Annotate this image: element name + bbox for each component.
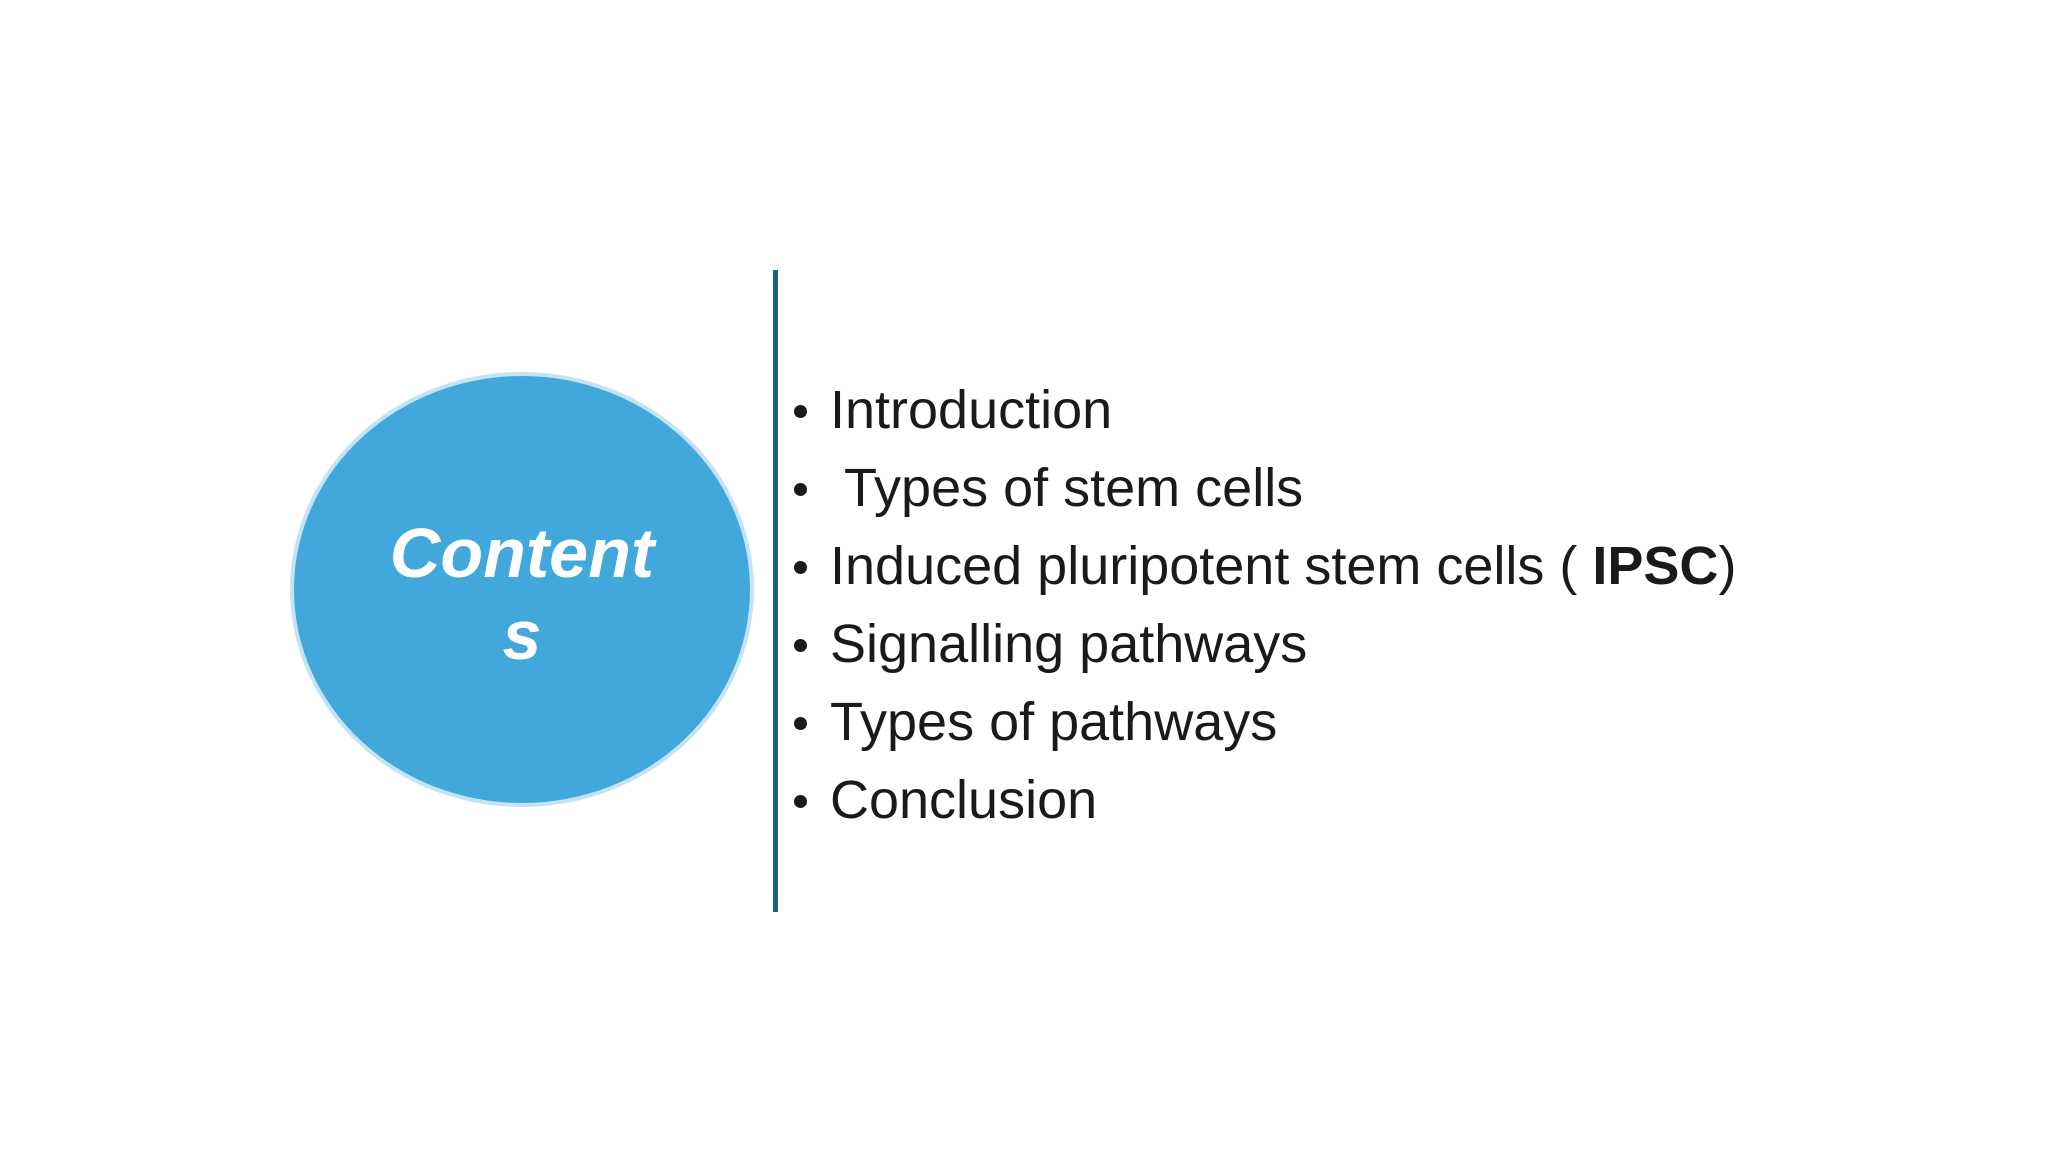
bullet-text: Introduction [830, 380, 1113, 440]
bullet-dot-icon [794, 717, 807, 730]
bullet-item: Types of stem cells [794, 449, 1736, 527]
bullet-dot-icon [794, 639, 807, 652]
bullet-text: Types of stem cells [830, 458, 1304, 518]
bullet-item: Introduction [794, 371, 1736, 449]
bullet-dot-icon [794, 795, 807, 808]
bullet-text: Conclusion [830, 770, 1098, 830]
contents-label: Content s [390, 512, 654, 676]
bullet-text: Induced pluripotent stem cells ( IPSC) [830, 536, 1737, 596]
bullet-dot-icon [794, 405, 807, 418]
bullet-dot-icon [794, 561, 807, 574]
bullet-text: Types of pathways [830, 692, 1278, 752]
vertical-divider [773, 270, 778, 912]
bullet-item: Induced pluripotent stem cells ( IPSC) [794, 527, 1736, 605]
bullet-text: Signalling pathways [830, 614, 1308, 674]
bullet-item: Signalling pathways [794, 605, 1736, 683]
bullet-item: Types of pathways [794, 683, 1736, 761]
contents-label-line-1: Content [389, 513, 655, 592]
contents-label-line-2: s [502, 595, 542, 674]
contents-circle: Content s [290, 372, 754, 807]
bullet-item: Conclusion [794, 761, 1736, 839]
bullet-dot-icon [794, 483, 807, 496]
